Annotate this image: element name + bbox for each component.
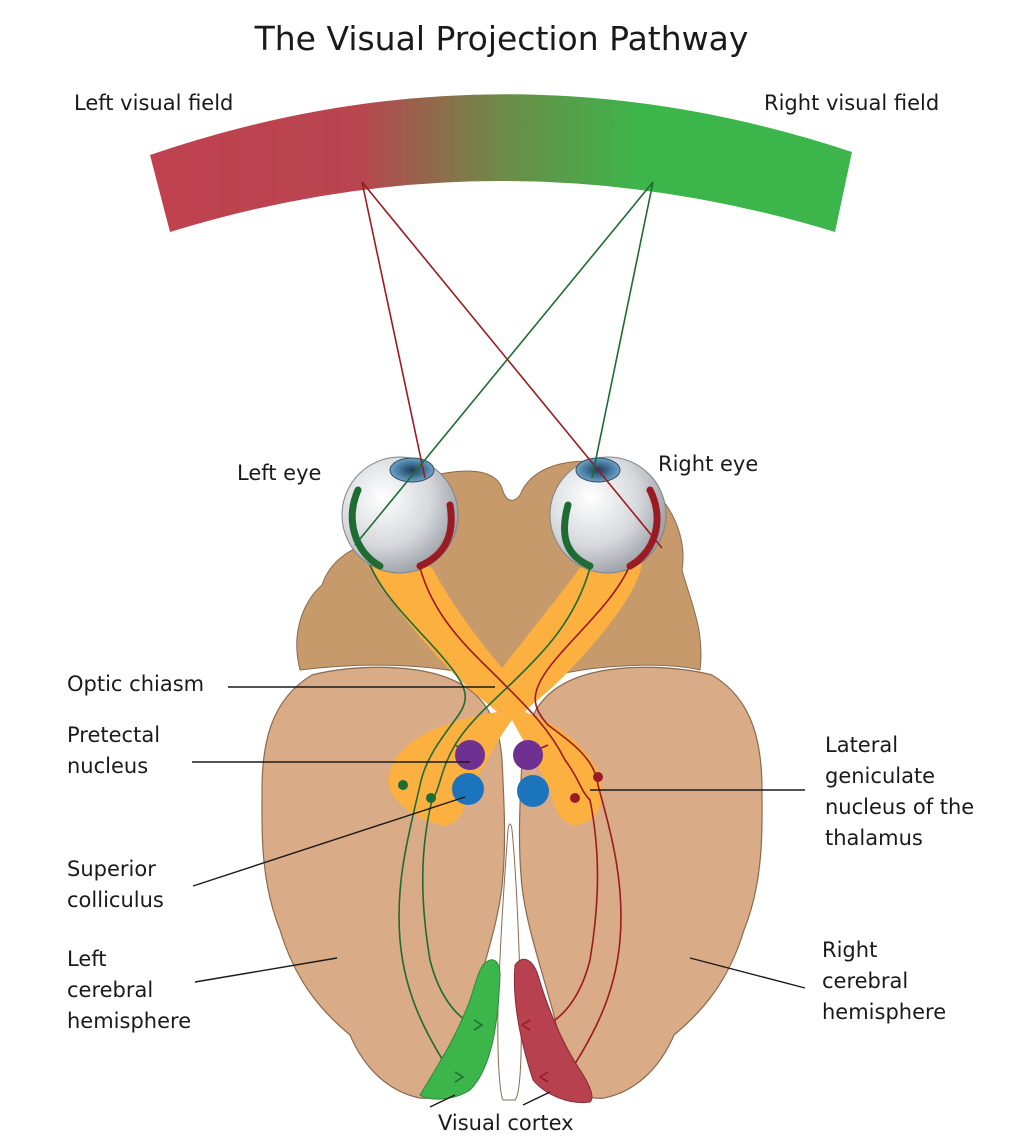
- light-rays: [354, 181, 663, 549]
- left-superior-colliculus: [452, 773, 484, 805]
- visual-field-arc: [150, 94, 852, 232]
- diagram-title: The Visual Projection Pathway: [254, 19, 749, 58]
- left-visual-field-label: Left visual field: [74, 91, 234, 115]
- left-pretectal-nucleus: [455, 740, 485, 770]
- lateral-geniculate-nucleus-label: Lateral geniculate nucleus of the thalam…: [825, 733, 975, 850]
- right-eye-label: Right eye: [658, 452, 759, 476]
- lgn-synapses: [398, 772, 603, 803]
- leader-lines: [192, 686, 806, 1108]
- pretectal-nucleus-label: Pretectal nucleus: [67, 723, 161, 778]
- visual-cortex-label: Visual cortex: [438, 1111, 574, 1135]
- right-visual-field-label: Right visual field: [764, 91, 940, 115]
- optic-tract: [368, 560, 642, 826]
- right-pretectal-nucleus: [513, 740, 543, 770]
- left-cerebral-hemisphere-label: Left cerebral hemisphere: [67, 947, 192, 1033]
- right-visual-cortex: [513, 958, 593, 1104]
- cortex-synapses: [454, 1019, 484, 1083]
- right-superior-colliculus: [517, 775, 549, 807]
- right-cerebral-hemisphere-label: Right cerebral hemisphere: [822, 938, 947, 1024]
- left-eye-label: Left eye: [237, 461, 322, 485]
- left-eye-globe: [341, 456, 459, 574]
- optic-chiasm-label: Optic chiasm: [67, 672, 205, 696]
- superior-colliculus-label: Superior colliculus: [67, 857, 164, 912]
- right-eye-globe: [549, 456, 667, 574]
